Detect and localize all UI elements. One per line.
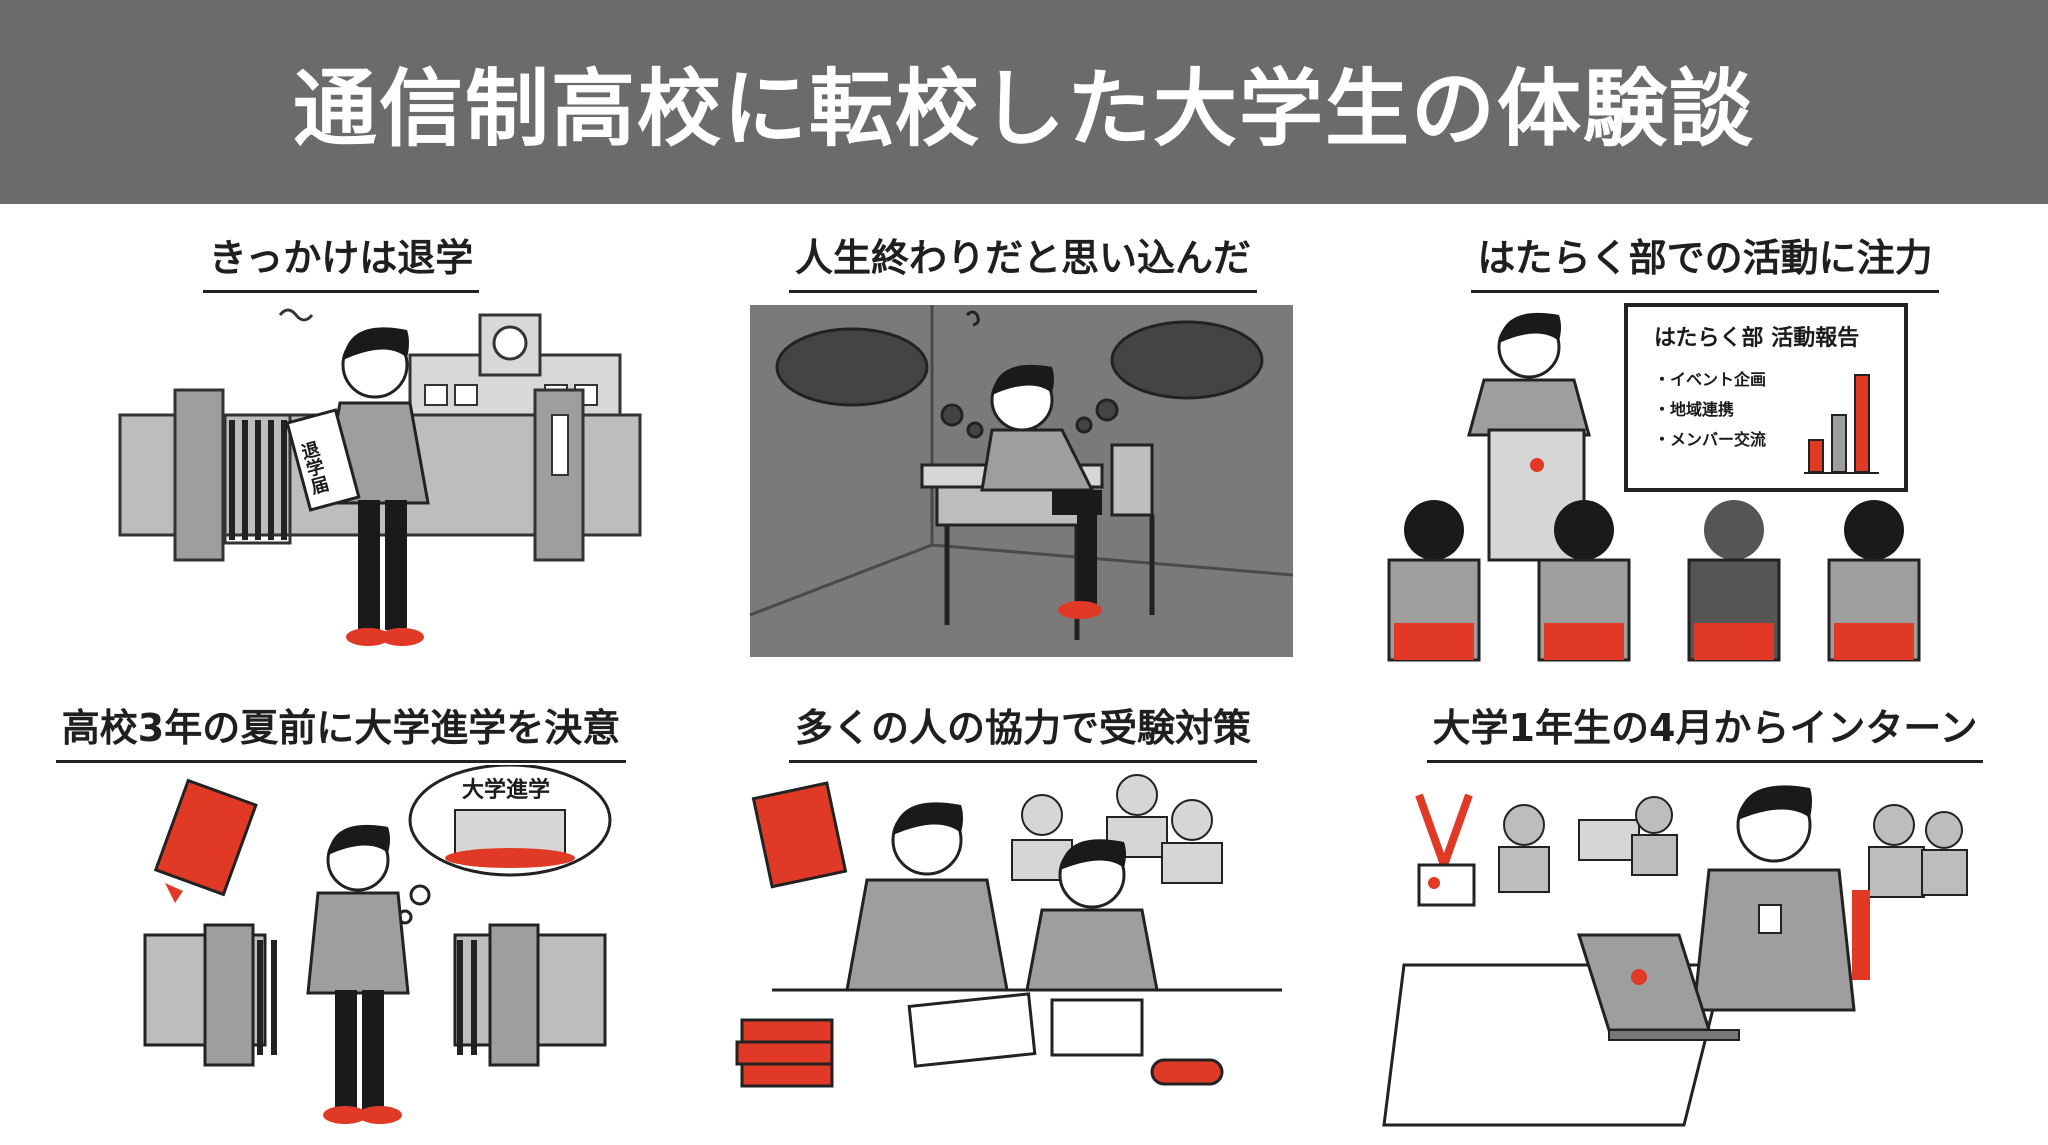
open-textbook — [907, 992, 1037, 1068]
dropout-illustration: 退学届 — [0, 295, 682, 675]
panel-internship: 大学1年生の4月からインターン — [1364, 675, 2046, 1145]
thought-label: 大学進学 — [462, 777, 550, 803]
internship-illustration — [1364, 765, 2046, 1145]
whiteboard: はたらく部 活動報告 ・イベント企画 ・地域連携 ・メンバー交流 — [1624, 303, 1908, 492]
board-item: ・イベント企画 — [1654, 370, 1766, 389]
board-title: はたらく部 活動報告 — [1654, 325, 1859, 351]
gate-pillar — [173, 388, 225, 562]
id-badge-icon — [1415, 793, 1476, 907]
panel-caption: 多くの人の協力で受験対策 — [788, 697, 1257, 763]
university-building-icon — [454, 809, 566, 856]
swirl-icon — [965, 310, 980, 327]
panel-decision: 高校3年の夏前に大学進学を決意 大学進学 — [0, 675, 682, 1145]
dark-cloud-icon — [1110, 320, 1264, 400]
panel-caption: 人生終わりだと思い込んだ — [788, 227, 1257, 293]
board-item: ・地域連携 — [1654, 400, 1734, 419]
club-presentation-illustration: はたらく部 活動報告 ・イベント企画 ・地域連携 ・メンバー交流 — [1364, 295, 2046, 675]
chair — [1110, 443, 1154, 517]
withdrawal-form: 退学届 — [285, 408, 361, 512]
gate-bars — [229, 420, 287, 540]
laptop-icon — [1576, 933, 1740, 1041]
exam-prep-illustration — [682, 765, 1364, 1145]
background-helpers — [1011, 774, 1223, 884]
page-title: 通信制高校に転校した大学生の体験談 — [292, 59, 1755, 158]
panel-caption: 大学1年生の4月からインターン — [1426, 697, 1984, 763]
red-book-icon — [153, 778, 258, 903]
student-figure — [306, 824, 410, 1124]
panel-club-activity: はたらく部での活動に注力 はたらく部 活動報告 ・イベント企画 ・地域連携 ・メ… — [1364, 205, 2046, 675]
student-figure: 退学届 — [278, 308, 430, 646]
dark-cloud-icon — [775, 327, 929, 407]
red-notebook-icon — [751, 781, 848, 889]
audience — [1387, 500, 1921, 662]
tutor-figure — [845, 802, 1009, 992]
worksheet — [1050, 998, 1144, 1057]
panel-caption: きっかけは退学 — [202, 227, 480, 293]
title-banner: 通信制高校に転校した大学生の体験談 — [0, 0, 2048, 204]
panel-dropout: きっかけは退学 — [0, 205, 682, 675]
pencil-case — [1150, 1058, 1224, 1086]
panel-caption: はたらく部での活動に注力 — [1471, 227, 1939, 293]
decision-illustration: 大学進学 — [0, 765, 682, 1145]
worry-scribble-icon — [278, 308, 314, 322]
clock-icon — [492, 325, 528, 361]
student-figure — [1025, 839, 1159, 992]
bar-chart-icon — [1804, 374, 1879, 474]
panel-caption: 高校3年の夏前に大学進学を決意 — [55, 697, 627, 763]
intern-figure — [1692, 785, 1870, 1012]
board-item: ・メンバー交流 — [1654, 430, 1766, 449]
despair-illustration — [682, 295, 1364, 675]
thought-bubble: 大学進学 — [397, 765, 612, 925]
panel-despair: 人生終わりだと思い込んだ — [682, 205, 1364, 675]
despairing-student — [965, 310, 1102, 619]
office-coworkers — [1498, 796, 1968, 898]
textbook-stack — [735, 1018, 834, 1088]
panel-exam-prep: 多くの人の協力で受験対策 — [682, 675, 1364, 1145]
